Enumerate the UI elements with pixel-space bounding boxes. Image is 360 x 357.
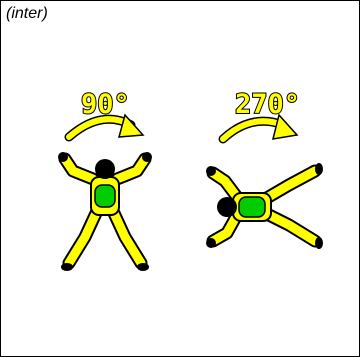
- rotation-90: 90°: [58, 89, 152, 271]
- rotation-270: 270°: [206, 89, 323, 249]
- skydiver-figure-upright: [58, 152, 152, 271]
- rotation-label-270: 270°: [235, 89, 300, 120]
- skydiver-figure-rotated: [206, 163, 323, 249]
